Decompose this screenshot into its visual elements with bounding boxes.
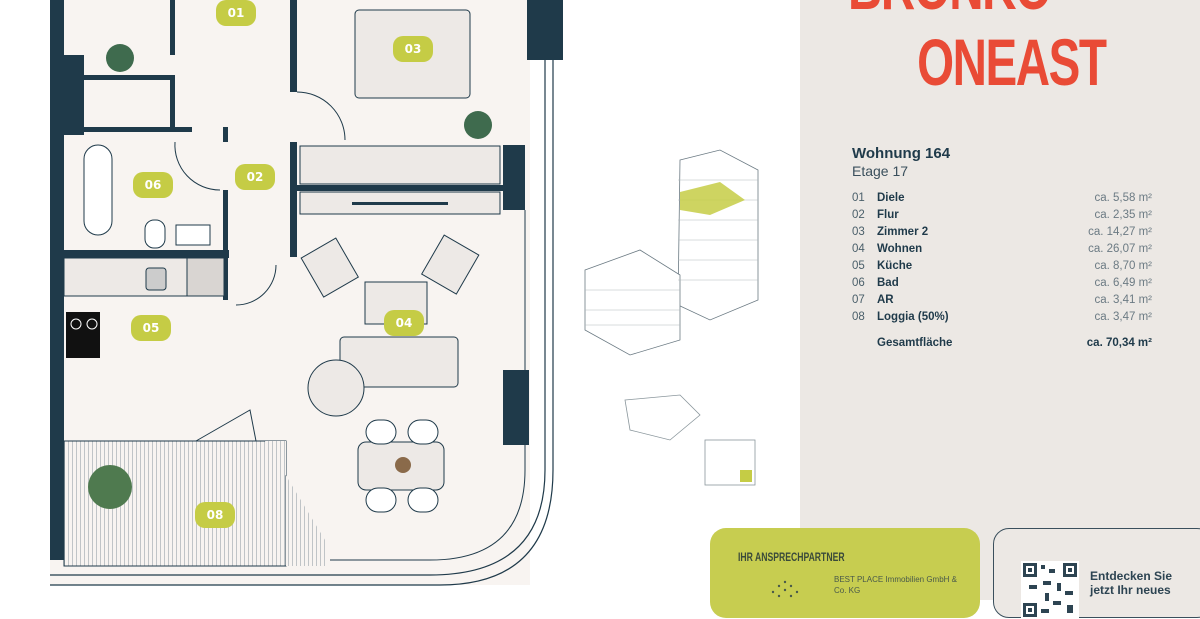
- room-number: 04: [852, 242, 865, 255]
- building-isometric-illustration: [584, 149, 759, 486]
- qr-text-line-1: Entdecken Sie: [1090, 569, 1173, 583]
- room-label-04: 04: [384, 310, 424, 336]
- room-number: 02: [852, 208, 865, 221]
- contact-heading: IHR ANSPRECHPARTNER: [738, 550, 845, 564]
- room-number: 01: [852, 191, 865, 204]
- room-label-03: 03: [393, 36, 433, 62]
- apartment-info: Wohnung 164 Etage 17 01 Diele ca. 5,58 m² …: [852, 145, 1152, 351]
- company-logo-icon: [771, 580, 799, 598]
- room-name: Zimmer 2: [877, 225, 929, 238]
- total-area: ca. 70,34 m²: [1086, 336, 1152, 349]
- room-row: 03 Zimmer 2 ca. 14,27 m²: [852, 223, 1152, 240]
- room-name: Küche: [877, 259, 913, 272]
- room-list: 01 Diele ca. 5,58 m² 02 Flur ca. 2,35 m² 03 Z…: [852, 189, 1152, 351]
- room-area: ca. 5,58 m²: [1094, 191, 1152, 204]
- room-name: AR: [877, 293, 894, 306]
- room-area: ca. 26,07 m²: [1088, 242, 1152, 255]
- room-label-02: 02: [235, 164, 275, 190]
- room-number: 03: [852, 225, 865, 238]
- room-row: 04 Wohnen ca. 26,07 m²: [852, 240, 1152, 257]
- room-label-05: 05: [131, 315, 171, 341]
- room-area: ca. 14,27 m²: [1088, 225, 1152, 238]
- room-number: 07: [852, 293, 865, 306]
- room-number: 06: [852, 276, 865, 289]
- total-row: Gesamtfläche ca. 70,34 m²: [852, 334, 1152, 351]
- room-row: 07 AR ca. 3,41 m²: [852, 291, 1152, 308]
- room-number: 08: [852, 310, 865, 323]
- room-area: ca. 3,41 m²: [1094, 293, 1152, 306]
- room-area: ca. 6,49 m²: [1094, 276, 1152, 289]
- room-name: Diele: [877, 191, 905, 204]
- room-label-08: 08: [195, 502, 235, 528]
- logo-line-2: ONEAST: [917, 25, 1107, 99]
- contact-card: IHR ANSPRECHPARTNER BEST PLACE Immobilie…: [710, 528, 980, 618]
- room-name: Wohnen: [877, 242, 923, 255]
- qr-text-line-2: jetzt Ihr neues: [1090, 583, 1171, 597]
- brand-logo: BRONKOONEAST: [848, 0, 1107, 100]
- room-row: 02 Flur ca. 2,35 m²: [852, 206, 1152, 223]
- room-row: 01 Diele ca. 5,58 m²: [852, 189, 1152, 206]
- qr-code-icon[interactable]: [1021, 561, 1079, 619]
- room-row: 05 Küche ca. 8,70 m²: [852, 257, 1152, 274]
- room-label-06: 06: [133, 172, 173, 198]
- room-area: ca. 2,35 m²: [1094, 208, 1152, 221]
- room-row: 08 Loggia (50%) ca. 3,47 m²: [852, 308, 1152, 325]
- room-area: ca. 8,70 m²: [1094, 259, 1152, 272]
- logo-line-1: BRONKO: [848, 0, 1107, 24]
- apartment-title: Wohnung 164: [852, 145, 951, 162]
- room-name: Loggia (50%): [877, 310, 949, 323]
- floor-plan: [50, 0, 563, 586]
- total-label: Gesamtfläche: [877, 336, 953, 349]
- floor-label: Etage 17: [852, 163, 909, 179]
- room-name: Flur: [877, 208, 899, 221]
- company-name: BEST PLACE Immobilien GmbH & Co. KG: [834, 575, 958, 595]
- room-name: Bad: [877, 276, 899, 289]
- room-label-01: 01: [216, 0, 256, 26]
- info-panel: BRONKOONEAST Wohnung 164 Etage 17 01 Diel…: [800, 0, 1200, 600]
- room-area: ca. 3,47 m²: [1094, 310, 1152, 323]
- room-number: 05: [852, 259, 865, 272]
- room-row: 06 Bad ca. 6,49 m²: [852, 274, 1152, 291]
